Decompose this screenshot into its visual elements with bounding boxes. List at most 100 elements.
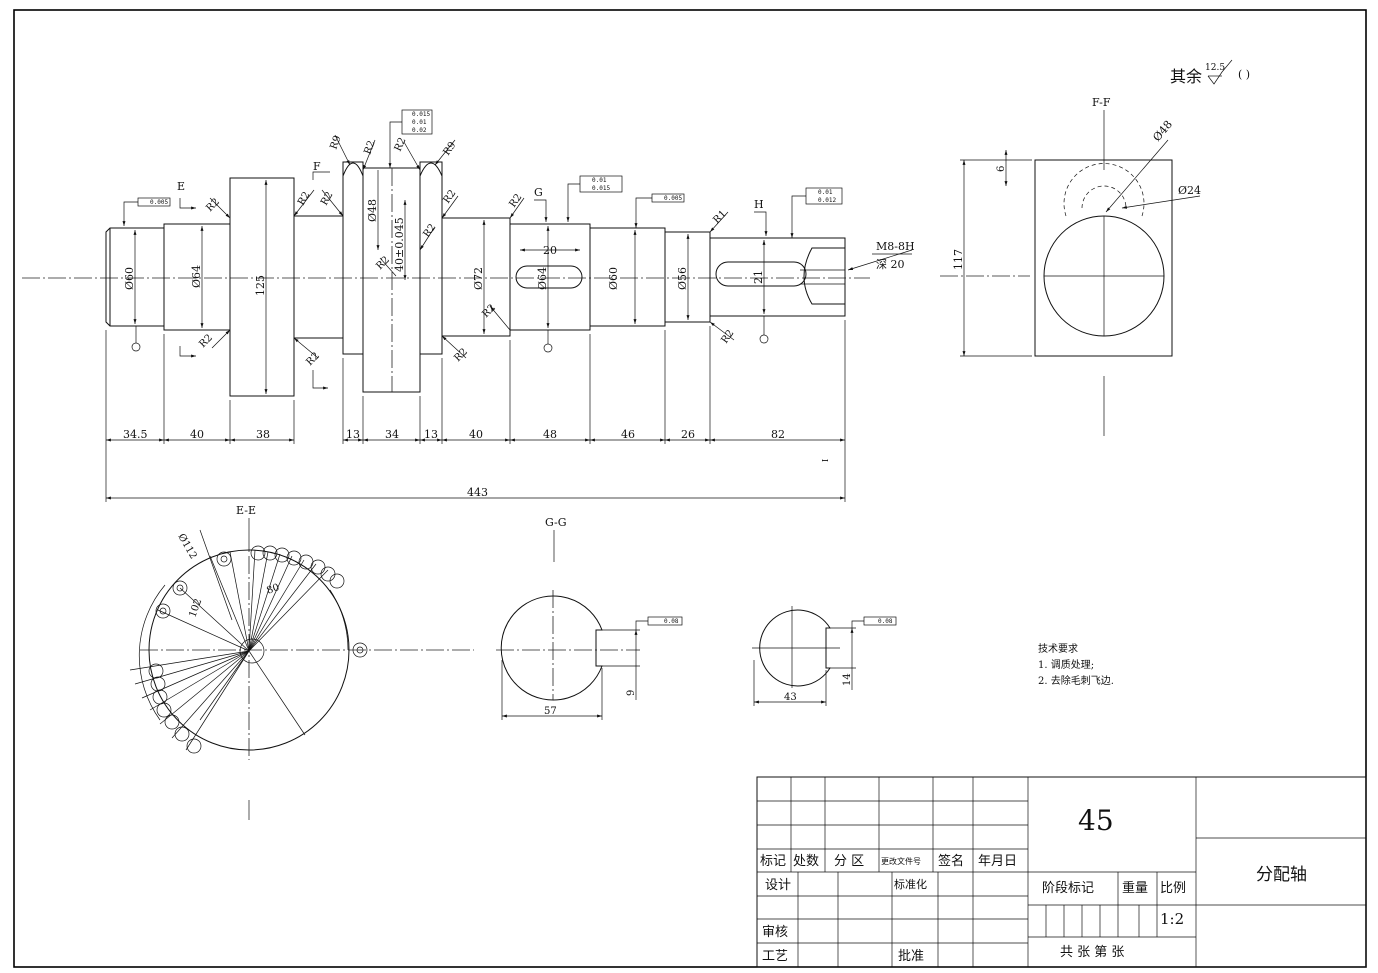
svg-text:0.005: 0.005 [664,195,682,202]
svg-text:Ø48: Ø48 [1150,118,1175,144]
svg-text:80: 80 [265,582,281,597]
section-h-view: 14 0.08 43 [752,606,897,706]
dia-56: Ø56 [676,267,689,290]
svg-text:R2: R2 [296,190,312,208]
view-f-label: F [313,160,321,173]
svg-text:2. 去除毛刺飞边.: 2. 去除毛刺飞边. [1038,674,1114,687]
svg-text:12.5: 12.5 [1205,63,1225,73]
ee-bolt-circles [148,545,345,754]
svg-text:E-E: E-E [236,504,256,517]
tb-sign: 签名 [938,853,964,869]
section-gg-view: G-G 9 0.08 57 [496,516,683,720]
svg-text:R9: R9 [328,134,343,151]
svg-text:F-F: F-F [1092,96,1111,109]
svg-text:40: 40 [190,428,204,441]
svg-text:0.015: 0.015 [412,111,430,118]
tb-weight: 重量 [1122,880,1148,896]
tb-date: 年月日 [978,854,1017,869]
dia-64: Ø64 [190,265,203,288]
svg-text:57: 57 [544,706,557,717]
svg-text:9: 9 [626,690,637,696]
svg-text:117: 117 [952,249,965,270]
tb-material: 45 [1078,804,1114,837]
view-h-label: H [754,198,764,211]
tb-zone: 分 区 [834,854,864,869]
svg-text:R9: R9 [441,140,458,158]
tech-requirements: 技术要求 1. 调质处理; 2. 去除毛刺飞边. [1038,642,1114,687]
svg-text:0.08: 0.08 [878,618,893,625]
svg-text:40: 40 [469,428,483,441]
svg-text:43: 43 [784,692,797,703]
dia-72: Ø72 [472,267,485,290]
thread-depth: 深 20 [876,258,905,271]
svg-text:R2: R2 [393,136,409,153]
keyway-g [515,265,583,289]
tb-count: 处数 [793,854,819,869]
tb-ratio: 1:2 [1160,910,1184,928]
dim-20: 20 [543,244,557,257]
svg-text:R2: R2 [304,351,322,369]
dim-40-tol: 40±0.045 [393,217,406,272]
dia-48: Ø48 [366,199,379,222]
dim-21: 21 [752,270,765,284]
svg-text:( ): ( ) [1238,68,1250,81]
dia-64-b: Ø64 [536,267,549,290]
shaft-main-view: Ø60 Ø64 125 Ø48 40±0.045 Ø72 Ø64 Ø60 Ø56… [22,109,915,502]
tolerance-frames: 0.005 0.015 0.01 0.02 0.01 0.015 0.005 0… [122,109,843,238]
svg-text:34.5: 34.5 [123,428,148,441]
tb-stage: 阶段标记 [1042,881,1094,896]
svg-text:0.01: 0.01 [818,189,833,196]
svg-text:48: 48 [543,428,557,441]
sheet-border [13,9,1367,968]
dia-60: Ø60 [123,267,136,290]
svg-text:Ø24: Ø24 [1178,184,1201,197]
svg-text:26: 26 [681,428,695,441]
section-ff-view: F-F Ø48 Ø24 117 6 [940,96,1201,436]
svg-text:0.01: 0.01 [592,177,607,184]
tb-mark: 标记 [760,854,786,869]
svg-text:0.01: 0.01 [412,119,427,126]
svg-text:R1: R1 [711,209,729,227]
tb-standard: 标准化 [894,877,927,891]
tb-process: 工艺 [762,949,788,964]
svg-text:1. 调质处理;: 1. 调质处理; [1038,659,1094,671]
svg-text:技术要求: 技术要求 [1038,642,1078,655]
svg-text:R2: R2 [480,303,498,321]
radius-callouts: R2 R2 R2 R2 R9 R2 R2 R9 R2 R2 R2 R2 R2 [197,134,736,368]
svg-text:R2: R2 [421,222,438,240]
overall-length: 443 [467,486,488,499]
view-e-label: E [177,180,185,193]
svg-text:14: 14 [842,673,853,686]
thread-section [803,247,846,305]
svg-text:6: 6 [996,166,1007,172]
keyway-h [715,261,807,287]
thread-spec: M8-8H [876,240,915,253]
svg-text:0.015: 0.015 [592,185,610,192]
view-g-label: G [534,186,543,199]
note-i: I [821,459,830,462]
svg-text:R2: R2 [507,192,524,210]
svg-text:R2: R2 [374,255,392,273]
tb-approve: 批准 [898,949,924,964]
svg-text:G-G: G-G [545,516,567,529]
tb-sheets: 共 张 第 张 [1060,945,1124,960]
svg-text:0.005: 0.005 [150,199,168,206]
tb-ratio-label: 比例 [1160,881,1186,896]
svg-text:0.012: 0.012 [818,197,836,204]
svg-text:0.08: 0.08 [664,618,679,625]
svg-text:R2: R2 [441,188,458,206]
svg-text:13: 13 [346,428,360,441]
tb-review: 审核 [762,925,788,940]
dia-125: 125 [254,275,267,296]
svg-text:其余: 其余 [1170,67,1202,86]
svg-text:Ø112: Ø112 [175,532,198,561]
svg-text:R2: R2 [319,190,335,208]
svg-text:34: 34 [385,428,399,441]
tb-design: 设计 [765,878,791,893]
svg-text:38: 38 [256,428,270,441]
dia-60-b: Ø60 [607,267,620,290]
svg-text:R2: R2 [362,139,377,156]
tb-part-name: 分配轴 [1256,865,1307,885]
roughness-note: 其余 12.5 ( ) [1170,59,1250,86]
